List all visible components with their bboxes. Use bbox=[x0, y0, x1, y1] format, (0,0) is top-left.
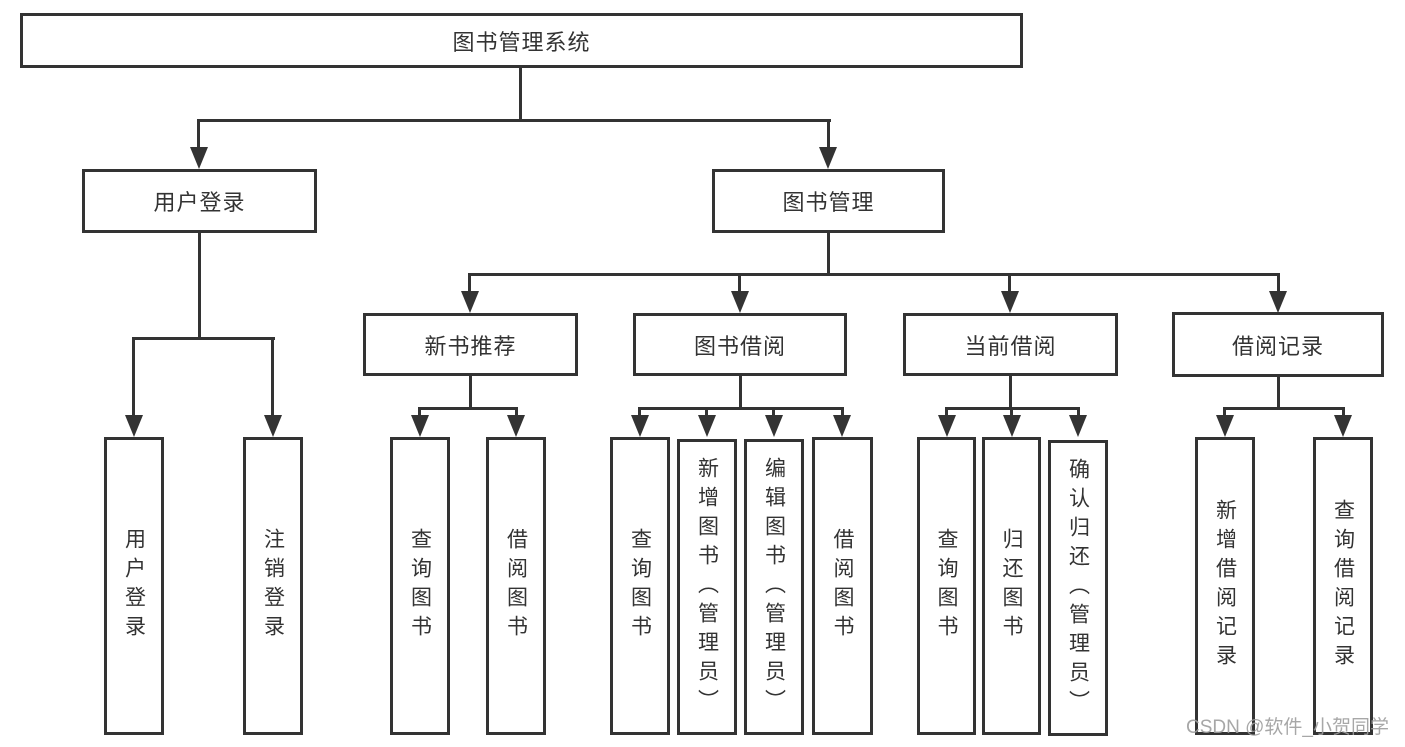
leaf-edit-books-admin: 编辑图书（管理员） bbox=[744, 439, 804, 735]
leaf-return-books: 归还图书 bbox=[982, 437, 1041, 735]
connector-line bbox=[638, 407, 844, 410]
node-borrowing-records: 借阅记录 bbox=[1172, 312, 1384, 377]
arrow-down-icon bbox=[411, 415, 429, 437]
arrow-down-icon bbox=[938, 415, 956, 437]
node-book-management: 图书管理 bbox=[712, 169, 945, 233]
arrow-down-icon bbox=[461, 291, 479, 313]
arrow-down-icon bbox=[833, 415, 851, 437]
leaf-label: 查询图书 bbox=[935, 528, 958, 644]
arrow-down-icon bbox=[1069, 415, 1087, 437]
leaf-confirm-return-admin: 确认归还（管理员） bbox=[1048, 440, 1108, 736]
connector-line bbox=[1342, 407, 1345, 418]
connector-line bbox=[418, 407, 421, 418]
node-user-login: 用户登录 bbox=[82, 169, 317, 233]
leaf-label: 新增借阅记录 bbox=[1213, 499, 1237, 673]
arrow-down-icon bbox=[1003, 415, 1021, 437]
connector-line bbox=[841, 407, 844, 418]
leaf-label: 归还图书 bbox=[1000, 528, 1023, 644]
leaf-query-borrow-record: 查询借阅记录 bbox=[1313, 437, 1373, 735]
arrow-down-icon bbox=[1216, 415, 1234, 437]
leaf-query-books-recommend: 查询图书 bbox=[390, 437, 450, 735]
arrow-down-icon bbox=[507, 415, 525, 437]
leaf-label: 新增图书（管理员） bbox=[695, 456, 719, 718]
arrow-down-icon bbox=[731, 291, 749, 313]
node-label: 用户登录 bbox=[153, 190, 246, 215]
connector-line bbox=[469, 376, 472, 410]
node-label: 图书借阅 bbox=[693, 333, 786, 359]
node-current-borrowing: 当前借阅 bbox=[903, 313, 1118, 376]
connector-line bbox=[772, 407, 775, 418]
connector-line bbox=[1277, 377, 1280, 410]
connector-line bbox=[945, 407, 948, 418]
arrow-down-icon bbox=[1001, 291, 1019, 313]
connector-line bbox=[638, 407, 641, 418]
node-new-book-recommendation: 新书推荐 bbox=[363, 313, 578, 376]
connector-line bbox=[197, 119, 831, 122]
connector-line bbox=[1008, 273, 1011, 293]
leaf-query-books-borrowing: 查询图书 bbox=[610, 437, 670, 735]
leaf-label: 确认归还（管理员） bbox=[1066, 457, 1090, 719]
node-label: 新书推荐 bbox=[424, 333, 517, 359]
arrow-down-icon bbox=[264, 415, 282, 437]
connector-line bbox=[132, 337, 275, 340]
arrow-down-icon bbox=[1269, 291, 1287, 313]
leaf-label: 查询图书 bbox=[628, 528, 652, 644]
leaf-label: 查询图书 bbox=[408, 528, 432, 644]
arrow-down-icon bbox=[819, 147, 837, 169]
arrow-down-icon bbox=[698, 415, 716, 437]
leaf-label: 借阅图书 bbox=[831, 528, 854, 644]
connector-line bbox=[827, 119, 830, 150]
connector-line bbox=[468, 273, 471, 293]
leaf-borrow-books-recommend: 借阅图书 bbox=[486, 437, 546, 735]
connector-line bbox=[1010, 407, 1013, 418]
leaf-label: 编辑图书（管理员） bbox=[762, 456, 786, 718]
leaf-borrow-books-borrowing: 借阅图书 bbox=[812, 437, 873, 735]
node-book-borrowing: 图书借阅 bbox=[633, 313, 847, 376]
connector-line bbox=[1223, 407, 1345, 410]
connector-line bbox=[198, 233, 201, 340]
connector-line bbox=[418, 407, 518, 410]
node-label: 借阅记录 bbox=[1231, 333, 1324, 359]
leaf-label: 借阅图书 bbox=[504, 528, 528, 644]
leaf-user-login: 用户登录 bbox=[104, 437, 164, 735]
connector-line bbox=[1277, 273, 1280, 293]
connector-line bbox=[519, 68, 522, 119]
connector-line bbox=[1077, 407, 1080, 418]
connector-line bbox=[271, 337, 274, 417]
leaf-label: 查询借阅记录 bbox=[1331, 499, 1355, 673]
leaf-add-borrow-record: 新增借阅记录 bbox=[1195, 437, 1255, 735]
connector-line bbox=[1223, 407, 1226, 418]
leaf-label: 注销登录 bbox=[261, 528, 285, 644]
leaf-logout: 注销登录 bbox=[243, 437, 303, 735]
arrow-down-icon bbox=[125, 415, 143, 437]
node-library-management-system: 图书管理系统 bbox=[20, 13, 1023, 68]
connector-line bbox=[515, 407, 518, 418]
leaf-add-books-admin: 新增图书（管理员） bbox=[677, 439, 737, 735]
connector-line bbox=[468, 273, 1280, 276]
connector-line bbox=[197, 119, 200, 150]
connector-line bbox=[705, 407, 708, 418]
connector-line bbox=[739, 376, 742, 410]
arrow-down-icon bbox=[631, 415, 649, 437]
leaf-query-books-current: 查询图书 bbox=[917, 437, 976, 735]
arrow-down-icon bbox=[765, 415, 783, 437]
node-label: 图书管理系统 bbox=[452, 29, 591, 55]
connector-line bbox=[738, 273, 741, 293]
connector-line bbox=[1009, 376, 1012, 410]
leaf-label: 用户登录 bbox=[122, 528, 146, 644]
arrow-down-icon bbox=[190, 147, 208, 169]
connector-line bbox=[827, 233, 830, 276]
arrow-down-icon bbox=[1334, 415, 1352, 437]
csdn-watermark: CSDN @软件_小贺同学 bbox=[1186, 717, 1389, 738]
connector-line bbox=[132, 337, 135, 417]
node-label: 当前借阅 bbox=[964, 333, 1057, 359]
node-label: 图书管理 bbox=[782, 190, 875, 215]
